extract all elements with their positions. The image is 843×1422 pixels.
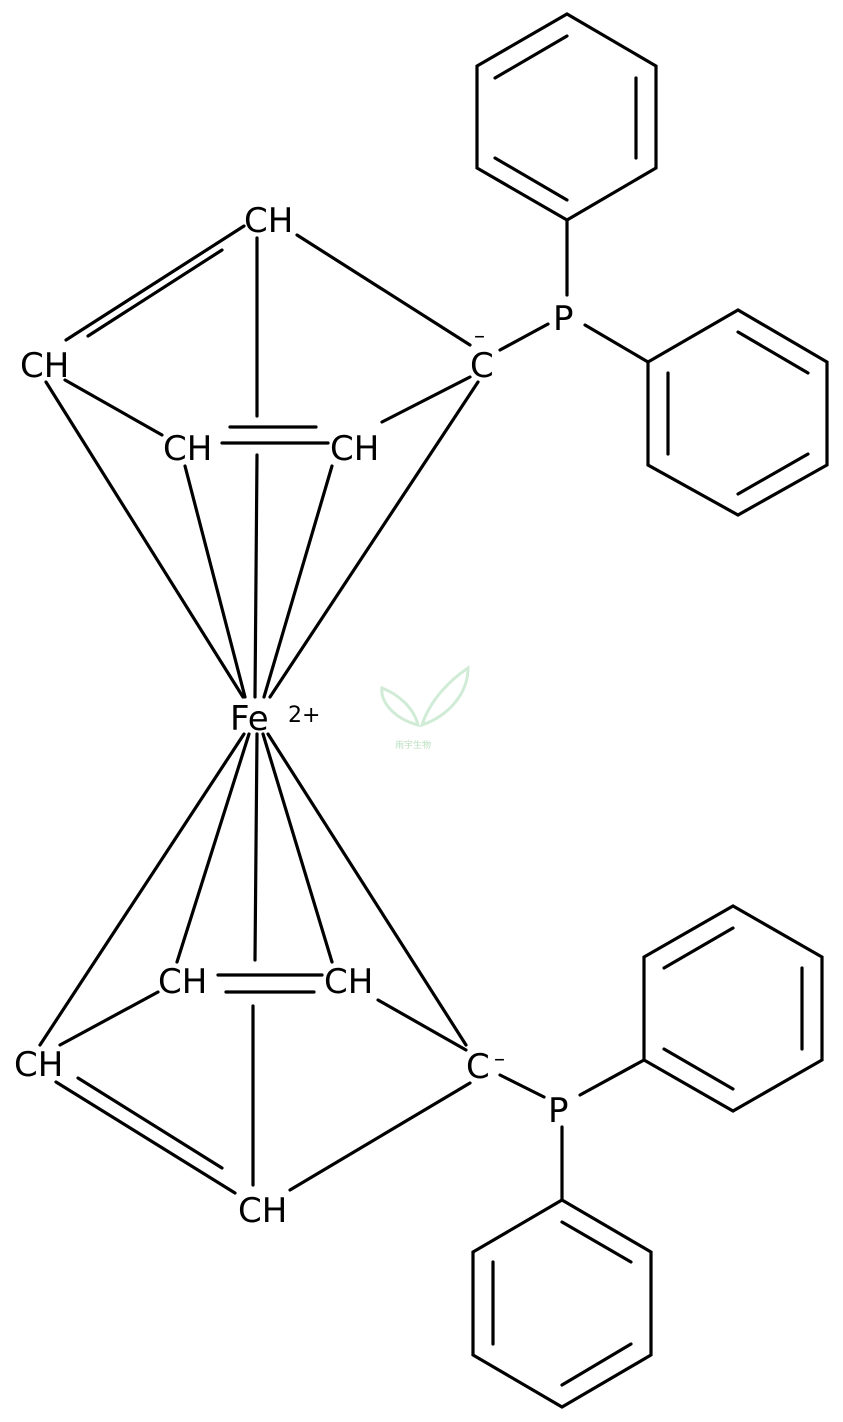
- upper-cp-ring: [63, 224, 472, 445]
- atom-fe: Fe: [230, 699, 269, 739]
- atom-ch-upper-midleft: CH: [163, 429, 212, 469]
- charge-c-upper: –: [474, 324, 485, 349]
- charge-fe: 2+: [288, 703, 320, 728]
- atom-labels: CH CH CH CH C – P Fe 2+ CH CH CH C – P C…: [14, 201, 574, 1231]
- lower-phenyl-bottom: [471, 1198, 653, 1409]
- atom-ch-upper-top: CH: [244, 201, 293, 241]
- lower-cp-ring: [54, 973, 472, 1195]
- upper-phenyl-top: [475, 12, 658, 222]
- atom-ch-upper-midright: CH: [330, 429, 379, 469]
- atom-ch-lower-left: CH: [14, 1045, 63, 1085]
- charge-c-lower: –: [494, 1047, 505, 1072]
- lower-phenyl-right: [642, 904, 824, 1113]
- atom-c-upper: C: [470, 346, 494, 386]
- atom-c-lower: C: [466, 1047, 490, 1087]
- fe-lower-bonds: [38, 732, 468, 1047]
- atom-p-lower: P: [548, 1091, 569, 1131]
- atom-ch-lower-bottom: CH: [238, 1191, 287, 1231]
- atom-p-upper: P: [553, 299, 574, 339]
- watermark-logo: 雨宇生物: [380, 665, 470, 751]
- atom-ch-upper-left: CH: [20, 346, 69, 386]
- atom-ch-lower-midleft: CH: [158, 962, 207, 1002]
- fe-upper-bonds: [44, 380, 480, 699]
- lower-phosphine: [498, 1058, 646, 1202]
- watermark-text: 雨宇生物: [395, 739, 431, 751]
- upper-phenyl-right: [646, 308, 829, 517]
- atom-ch-lower-midright: CH: [324, 962, 373, 1002]
- upper-phosphine: [498, 218, 650, 364]
